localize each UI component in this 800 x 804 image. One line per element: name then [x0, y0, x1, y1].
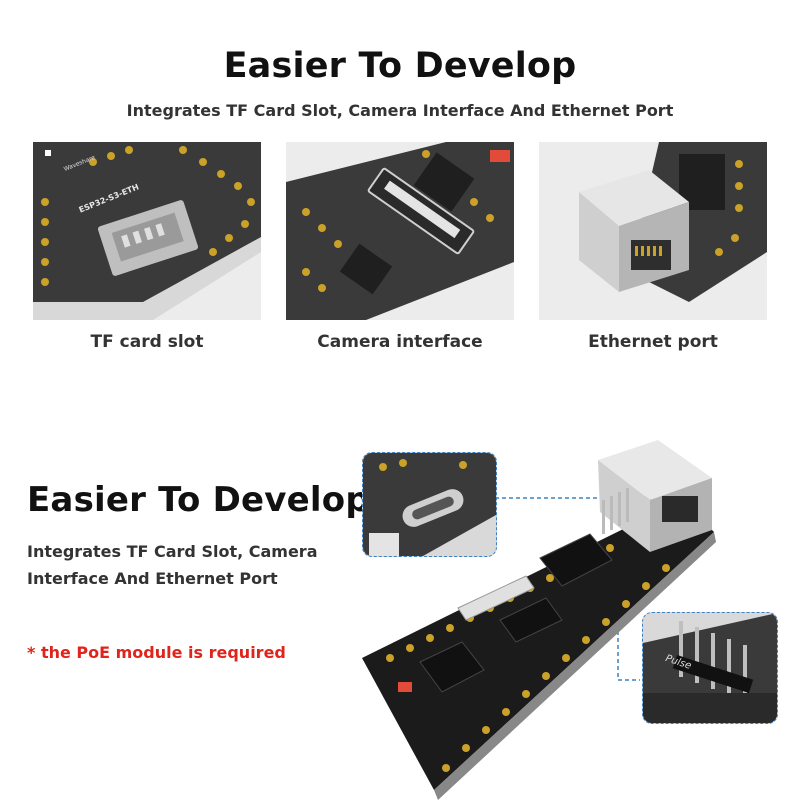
ethernet-port-caption: Ethernet port — [588, 332, 718, 352]
bottom-subtitle-line1: Integrates TF Card Slot, Camera — [27, 542, 318, 561]
top-subtitle: Integrates TF Card Slot, Camera Interfac… — [126, 101, 674, 120]
tf-card-slot-caption: TF card slot — [90, 332, 204, 352]
ethernet-port-image — [539, 142, 767, 320]
poe-note: * the PoE module is required — [27, 643, 286, 662]
poe-header-callout: Pulse — [642, 612, 778, 724]
tf-card-slot-image: Waveshare ESP32-S3-ETH — [33, 142, 261, 320]
bottom-title: Easier To Develop — [27, 480, 370, 520]
camera-interface-caption: Camera interface — [317, 332, 483, 352]
camera-interface-image — [286, 142, 514, 320]
usb-c-callout — [362, 452, 497, 557]
board-illustration — [350, 430, 800, 800]
top-title: Easier To Develop — [223, 46, 577, 86]
bottom-subtitle-line2: Interface And Ethernet Port — [27, 569, 278, 588]
